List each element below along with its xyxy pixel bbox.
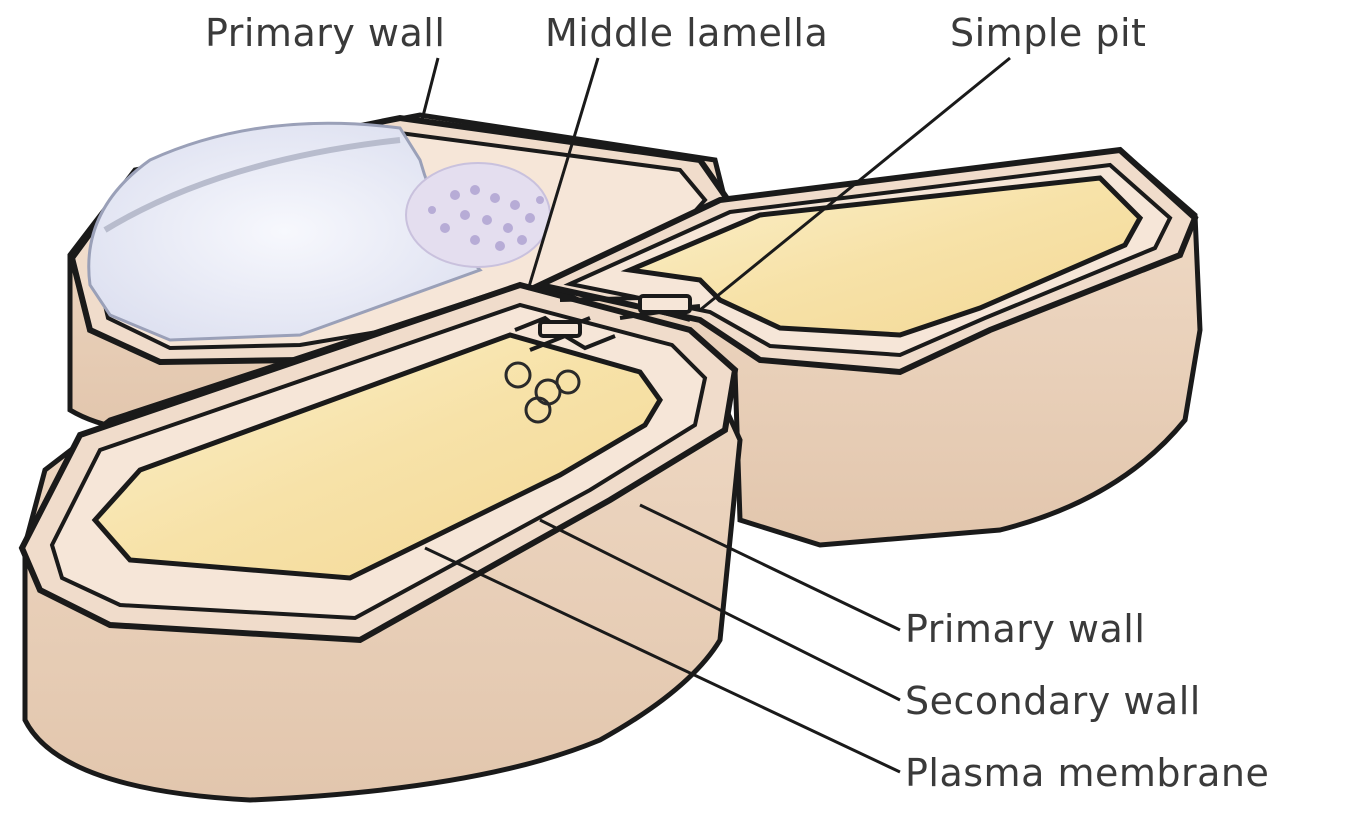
label-primary-wall-right: Primary wall (905, 610, 1145, 648)
label-middle-lamella: Middle lamella (545, 14, 828, 52)
leader-top-primary-wall (422, 58, 438, 120)
label-secondary-wall: Secondary wall (905, 682, 1201, 720)
label-simple-pit: Simple pit (950, 14, 1146, 52)
label-primary-wall-top: Primary wall (205, 14, 445, 52)
label-plasma-membrane: Plasma membrane (905, 754, 1269, 792)
